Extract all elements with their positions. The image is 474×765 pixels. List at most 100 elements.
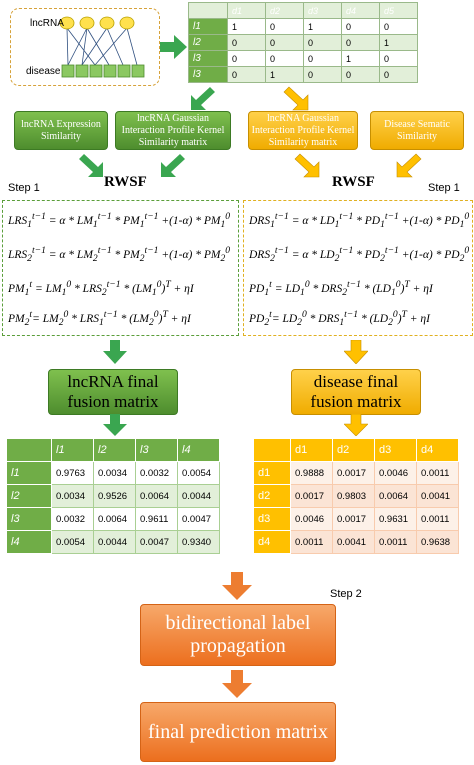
arrow-down-icon (344, 340, 368, 364)
cell: 0.0032 (135, 461, 178, 485)
cell: 0.9611 (135, 507, 178, 531)
disease-node (89, 64, 103, 78)
cell: 0.0047 (177, 507, 220, 531)
cell: 0.0046 (290, 507, 333, 531)
cell: 0.0011 (290, 530, 333, 554)
disease-fusion-matrix: d1 d2 d3 d4 d1 0.9888 0.0017 0.0046 0.00… (253, 438, 459, 554)
lncrna-final-fusion-box: lncRNA final fusion matrix (48, 369, 178, 415)
arrow-down-left-icon (161, 154, 185, 177)
arrow-down-icon (222, 670, 252, 698)
formula: LRS2t−1 = α * LM2t−1 * PM2t−1 +(1-α) * P… (8, 245, 231, 265)
col-header: d4 (416, 438, 459, 462)
cell: 0 (341, 66, 380, 83)
formula: DRS2t−1 = α * LD2t−1 * PD2t−1 +(1-α) * P… (249, 245, 470, 265)
final-prediction-matrix-box: final prediction matrix (140, 702, 336, 762)
disease-node (75, 64, 89, 78)
disease-semantic-box: Disease Sematic Similarity (370, 111, 464, 150)
lncrna-fusion-matrix: l1 l2 l3 l4 l1 0.9763 0.0034 0.0032 0.00… (6, 438, 220, 554)
lncrna-formula-box: LRS1t−1 = α * LM1t−1 * PM1t−1 +(1-α) * P… (2, 200, 239, 336)
col-header: d2 (265, 2, 304, 19)
row-header: l2 (6, 484, 52, 508)
cell: 0.0064 (135, 484, 178, 508)
lncrna-node (99, 16, 115, 30)
arrow-down-icon (222, 572, 252, 600)
disease-node (61, 64, 75, 78)
formula: PD1t = LD10 * DRS2t−1 * (LD10)T + ηI (249, 279, 433, 299)
cell: 0.0011 (416, 461, 459, 485)
col-header: l3 (135, 438, 178, 462)
cell: 0.0017 (332, 461, 375, 485)
disease-final-fusion-box: disease final fusion matrix (291, 369, 421, 415)
cell: 0 (341, 34, 380, 51)
arrow-down-left-icon (191, 87, 215, 110)
col-header: l4 (177, 438, 220, 462)
cell: 0.0017 (290, 484, 333, 508)
col-header: d4 (341, 2, 380, 19)
disease-node (131, 64, 145, 78)
disease-label: disease (26, 66, 61, 77)
cell: 1 (341, 50, 380, 67)
disease-gip-box: lncRNA Gaussian Interaction Profile Kern… (248, 111, 358, 150)
cell: 0.9763 (51, 461, 94, 485)
row-header: d2 (253, 484, 291, 508)
step1-right-label: Step 1 (428, 182, 460, 194)
cell: 0 (379, 50, 418, 67)
cell: 0.0041 (416, 484, 459, 508)
cell: 0.9340 (177, 530, 220, 554)
cell: 0.9526 (93, 484, 136, 508)
cell: 0 (265, 34, 304, 51)
lncrna-node (119, 16, 135, 30)
col-header: d1 (227, 2, 266, 19)
cell: 0 (303, 66, 342, 83)
arrow-down-icon (103, 340, 127, 364)
row-header: l3 (188, 50, 228, 67)
row-header: l1 (188, 18, 228, 35)
cell: 0.0041 (332, 530, 375, 554)
formula: DRS1t−1 = α * LD1t−1 * PD1t−1 +(1-α) * P… (249, 211, 470, 231)
cell: 0.9631 (374, 507, 417, 531)
cell: 0.0054 (51, 530, 94, 554)
lncrna-label: lncRNA (30, 18, 64, 29)
arrow-right-icon (160, 35, 187, 59)
cell: 0.0034 (51, 484, 94, 508)
lncrna-gip-box: lncRNA Gaussian Interaction Profile Kern… (115, 111, 231, 150)
cell: 0 (303, 34, 342, 51)
cell: 0.0046 (374, 461, 417, 485)
disease-formula-box: DRS1t−1 = α * LD1t−1 * PD1t−1 +(1-α) * P… (243, 200, 473, 336)
bipartite-graph (59, 16, 145, 78)
arrow-down-right-icon (79, 154, 103, 177)
lncrna-node (59, 16, 75, 30)
cell: 0.0011 (416, 507, 459, 531)
cell: 0.0064 (374, 484, 417, 508)
formula: PM2t= LM20 * LRS1t−1 * (LM20)T + ηI (8, 309, 191, 329)
cell: 0.9803 (332, 484, 375, 508)
arrow-down-icon (103, 414, 127, 436)
disease-node (103, 64, 117, 78)
arrow-down-right-icon (294, 153, 320, 178)
row-header: d1 (253, 461, 291, 485)
col-header: d3 (374, 438, 417, 462)
cell: 1 (303, 18, 342, 35)
cell: 0 (227, 34, 266, 51)
formula: PM1t = LM10 * LRS2t−1 * (LM10)T + ηI (8, 279, 194, 299)
cell: 0 (303, 50, 342, 67)
lncrna-expression-box: lncRNA Expression Similarity (14, 111, 108, 150)
row-header: l3 (6, 507, 52, 531)
cell: 0.0034 (93, 461, 136, 485)
cell: 0.0054 (177, 461, 220, 485)
col-header: l1 (51, 438, 94, 462)
cell: 0.0032 (51, 507, 94, 531)
cell: 0.9888 (290, 461, 333, 485)
row-header: d4 (253, 530, 291, 554)
cell: 0.0047 (135, 530, 178, 554)
cell: 0.0017 (332, 507, 375, 531)
cell: 0 (265, 18, 304, 35)
arrow-down-right-icon (283, 86, 309, 111)
row-header: l4 (6, 530, 52, 554)
cell: 0.0044 (177, 484, 220, 508)
cell: 0 (341, 18, 380, 35)
arrow-down-left-icon (396, 153, 422, 178)
formula: PD2t= LD20 * DRS1t−1 * (LD20)T + ηI (249, 309, 430, 329)
col-header: d3 (303, 2, 342, 19)
cell: 0 (379, 66, 418, 83)
